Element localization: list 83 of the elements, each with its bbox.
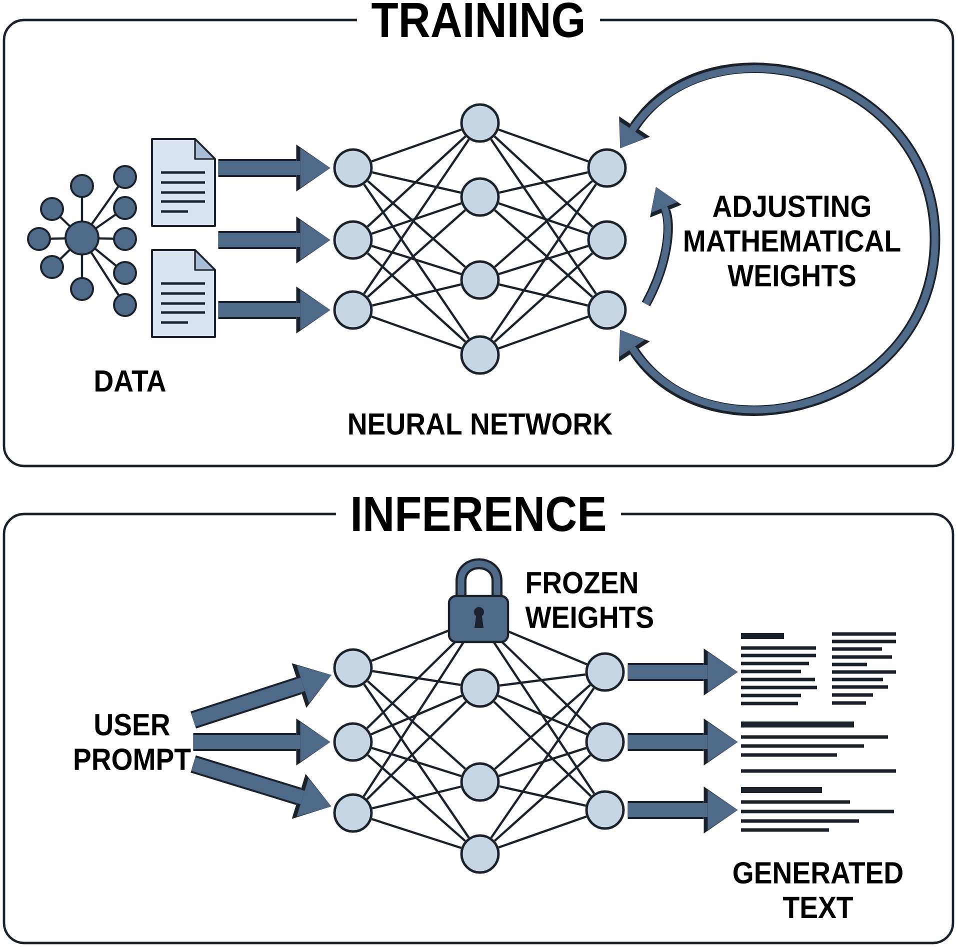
neuron-circle (585, 790, 625, 830)
neuron-circle (460, 762, 500, 802)
neuron-circle (333, 220, 373, 260)
connection-line (492, 642, 596, 794)
label: USER PROMPT (74, 714, 191, 770)
connection-line (490, 688, 595, 838)
connection-line (498, 694, 588, 736)
arrow (218, 286, 330, 334)
neuron-circle (460, 668, 500, 708)
connection-line (494, 209, 593, 298)
connection-line (370, 694, 462, 736)
neuron-circle (333, 648, 373, 688)
connection-line (372, 283, 462, 307)
label: FROZEN WEIGHTS (525, 572, 653, 628)
connection-line (499, 785, 586, 807)
connection-line (494, 136, 594, 228)
arrow (218, 144, 330, 192)
connection-line (372, 670, 461, 686)
label: DATA (96, 370, 166, 392)
connection-line (372, 746, 462, 778)
connection-line (371, 202, 462, 235)
connection-line (498, 202, 589, 235)
connection-line (366, 641, 456, 729)
connection-line (498, 746, 587, 778)
connection-line (371, 128, 462, 162)
neuron-circle (585, 652, 625, 692)
arrow (628, 786, 738, 834)
connection-line (362, 642, 464, 798)
neuron-circle (333, 793, 373, 833)
neuron-circle (460, 335, 500, 375)
neuron-circle (460, 177, 500, 217)
neuron-circle (460, 834, 500, 874)
curved-arrow (618, 62, 940, 416)
connection-line (366, 136, 466, 228)
connection-line (494, 252, 594, 343)
connection-line (499, 171, 588, 194)
connection-line (498, 283, 588, 307)
label: GENERATED TEXT (734, 862, 902, 918)
label: NEURAL NETWORK (349, 413, 612, 435)
connection-line (372, 786, 462, 810)
connection-line (366, 252, 466, 343)
connection-line (498, 128, 589, 162)
neuron-circle (585, 722, 625, 762)
connection-line (490, 138, 597, 294)
connection-line (363, 184, 470, 340)
neuron-circle (333, 722, 373, 762)
connection-line (494, 180, 593, 268)
arrow (190, 755, 332, 819)
connection-line (367, 209, 466, 298)
label: ADJUSTING MATHEMATICAL WEIGHTS (684, 195, 900, 287)
connection-line (366, 680, 466, 770)
neuron-circle (460, 260, 500, 300)
connection-line (508, 630, 588, 666)
connection-line (494, 684, 591, 770)
connection-line (363, 684, 470, 838)
connection-line (371, 316, 462, 350)
connection-line (499, 673, 586, 687)
neuron-circle (587, 290, 627, 330)
arrow (218, 216, 330, 264)
connection-line (493, 700, 592, 798)
connection-line (490, 184, 597, 340)
connection-line (502, 641, 592, 730)
arrow (193, 718, 330, 766)
connection-line (372, 171, 461, 194)
neuron-circle (333, 148, 373, 188)
connection-line (498, 815, 587, 849)
connection-line (363, 138, 470, 294)
neuron-circle (587, 148, 627, 188)
neuron-circle (587, 220, 627, 260)
connection-line (372, 244, 462, 276)
connection-line (494, 754, 592, 842)
arrow (628, 718, 738, 766)
connection-line (367, 754, 466, 842)
connection-line (498, 244, 588, 276)
connection-line (366, 701, 467, 800)
connection-line (371, 818, 462, 850)
arrow (190, 663, 332, 729)
neuron-circle (333, 290, 373, 330)
arrow (628, 648, 738, 696)
connection-line (370, 630, 450, 662)
connection-line (367, 180, 466, 268)
neuron-circle (460, 103, 500, 143)
connection-line (498, 316, 589, 350)
